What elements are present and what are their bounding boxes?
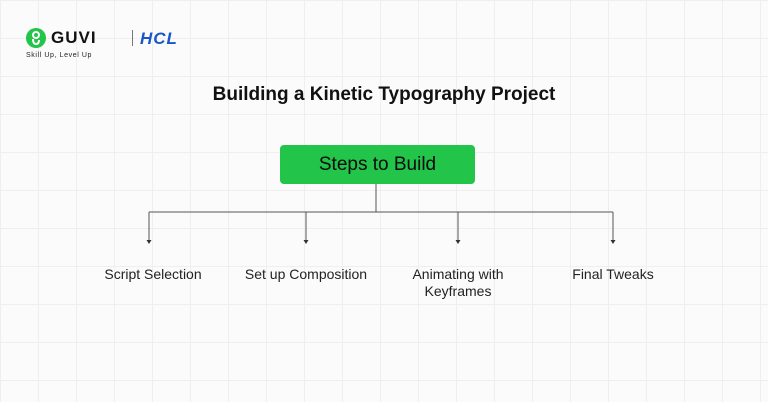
guvi-wordmark: GUVI <box>51 28 97 47</box>
root-node: Steps to Build <box>280 145 475 184</box>
guvi-logo-icon <box>26 28 46 48</box>
brand-logo: GUVI HCL Skill Up, Level Up <box>26 28 216 62</box>
diagram-title: Building a Kinetic Typography Project <box>212 84 556 105</box>
arrowhead-4 <box>610 240 616 244</box>
arrowhead-3 <box>455 240 461 244</box>
logo-tagline: Skill Up, Level Up <box>26 52 93 59</box>
arrowhead-2 <box>303 240 309 244</box>
arrowhead-1 <box>146 240 152 244</box>
logo-divider <box>132 30 133 46</box>
step-node-1: Script Selection <box>104 266 202 282</box>
step-node-3: Animating with Keyframes <box>412 266 504 299</box>
step-node-4: Final Tweaks <box>572 266 654 282</box>
step-node-2: Set up Composition <box>244 266 368 282</box>
hcl-wordmark: HCL <box>140 29 178 48</box>
root-node-label: Steps to Build <box>318 153 437 175</box>
